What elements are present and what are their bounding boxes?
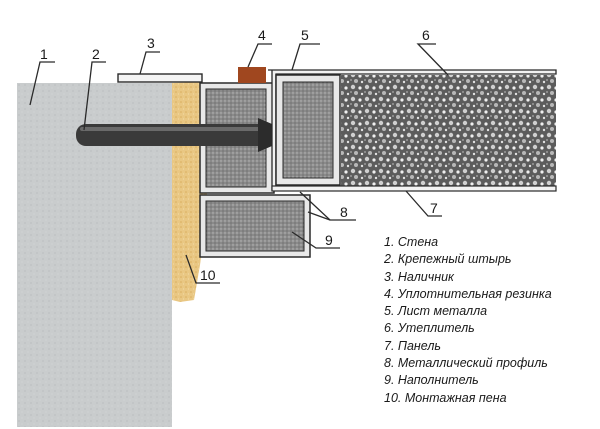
callout-10: 10 [200,267,216,283]
legend-item-wall: 1. Стена [384,235,439,249]
legend-item-sealing-rubber: 4. Уплотнительная резинка [384,286,552,301]
callout-2: 2 [92,46,100,62]
legend-item-metal-sheet: 5. Лист металла [384,304,488,319]
insulation [341,75,556,186]
filler-lower [205,200,305,252]
panel-filler [282,81,334,179]
trim-plate [117,73,203,83]
callout-6: 6 [422,27,430,43]
callout-1: 1 [40,46,48,62]
legend-item-trim: 3. Наличник [384,269,454,284]
callout-3: 3 [147,35,155,51]
legend-item-insulation: 6. Утеплитель [384,321,475,336]
callout-5: 5 [301,27,309,43]
callout-4: 4 [258,27,266,43]
callout-8: 8 [340,204,348,220]
sealing-rubber [238,67,266,83]
callout-7: 7 [430,200,438,216]
legend-item-mounting-foam: 10. Монтажная пена [384,390,507,405]
legend-item-metal-profile: 8. Металлический профиль [384,356,548,371]
panel-sheet [271,185,557,192]
legend-item-fixing-pin: 2. Крепежный штырь [384,252,512,267]
leader-lines [29,43,449,284]
legend-item-panel: 7. Панель [384,338,441,353]
callout-9: 9 [325,232,333,248]
legend: 1. Стена 2. Крепежный штырь 3. Наличник … [384,234,552,407]
legend-item-filler: 9. Наполнитель [384,373,479,388]
